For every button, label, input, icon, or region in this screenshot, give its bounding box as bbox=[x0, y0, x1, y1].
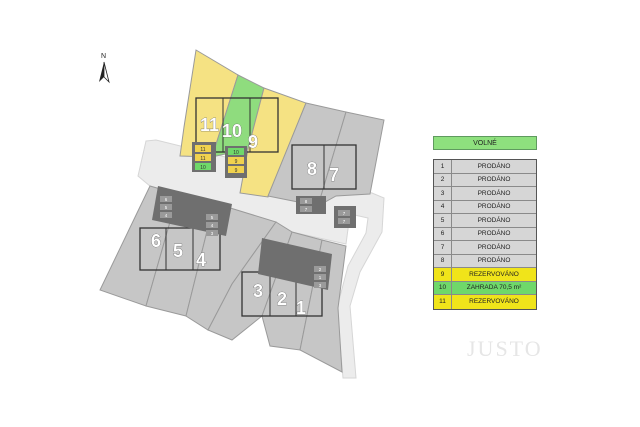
parking-tag: 9 bbox=[228, 166, 244, 174]
legend-row[interactable]: 3 PRODÁNO bbox=[434, 187, 536, 201]
parking-tag: 4 bbox=[206, 222, 218, 228]
parking-tag: 6 bbox=[160, 196, 172, 202]
legend-row-number: 3 bbox=[434, 187, 452, 200]
plot-1-area[interactable] bbox=[299, 239, 347, 373]
plot-9-area[interactable] bbox=[239, 87, 307, 198]
parking-tag: 2 bbox=[314, 266, 326, 272]
svg-text:3: 3 bbox=[319, 283, 322, 288]
svg-text:7: 7 bbox=[343, 211, 346, 216]
legend-row-number: 8 bbox=[434, 254, 452, 267]
legend-row[interactable]: 5 PRODÁNO bbox=[434, 214, 536, 228]
svg-text:2: 2 bbox=[319, 267, 322, 272]
legend-row[interactable]: 8 PRODÁNO bbox=[434, 254, 536, 268]
svg-text:11: 11 bbox=[200, 156, 205, 162]
svg-text:1: 1 bbox=[319, 275, 322, 280]
legend-row-status: PRODÁNO bbox=[477, 257, 511, 265]
legend-row-number: 2 bbox=[434, 173, 452, 186]
legend-row-number: 7 bbox=[434, 241, 452, 254]
parking-tag: 10 bbox=[195, 163, 211, 171]
legend-row-status: PRODÁNO bbox=[477, 176, 511, 184]
parking-tag: 1 bbox=[314, 274, 326, 280]
legend-row-number: 11 bbox=[434, 295, 452, 309]
legend-row[interactable]: 6 PRODÁNO bbox=[434, 227, 536, 241]
legend-row-number: 9 bbox=[434, 268, 452, 281]
legend-header: VOLNÉ bbox=[433, 136, 537, 150]
legend-row-number: 6 bbox=[434, 227, 452, 240]
legend-row[interactable]: 9 REZERVOVÁNO bbox=[434, 268, 536, 282]
parking-tag: 7 bbox=[338, 218, 350, 224]
parking-tag: 7 bbox=[338, 210, 350, 216]
legend-row-status: REZERVOVÁNO bbox=[469, 298, 519, 306]
legend-row[interactable]: 11 REZERVOVÁNO bbox=[434, 295, 536, 309]
legend-row-number: 1 bbox=[434, 160, 452, 173]
plot-1-label[interactable]: 1 bbox=[296, 298, 307, 319]
legend-row-status: ZAHRADA 70,5 m² bbox=[466, 284, 522, 292]
plot-3-label[interactable]: 3 bbox=[253, 281, 264, 302]
legend-row-number: 10 bbox=[434, 281, 452, 294]
building-west bbox=[139, 227, 221, 271]
svg-text:9: 9 bbox=[235, 168, 238, 174]
legend-row[interactable]: 4 PRODÁNO bbox=[434, 200, 536, 214]
legend-row[interactable]: 1 PRODÁNO bbox=[434, 160, 536, 174]
plot-10-label[interactable]: 10 bbox=[222, 121, 243, 142]
parking-tag: 3 bbox=[206, 230, 218, 236]
legend-row-status: PRODÁNO bbox=[477, 243, 511, 251]
plot-9-label[interactable]: 9 bbox=[248, 132, 259, 153]
legend-row-number: 5 bbox=[434, 214, 452, 227]
svg-text:11: 11 bbox=[200, 147, 205, 153]
legend-row[interactable]: 2 PRODÁNO bbox=[434, 173, 536, 187]
legend-row[interactable]: 7 PRODÁNO bbox=[434, 241, 536, 255]
parking-tag: 3 bbox=[314, 282, 326, 288]
svg-text:10: 10 bbox=[200, 165, 206, 171]
svg-text:3: 3 bbox=[211, 231, 214, 236]
svg-text:8: 8 bbox=[305, 199, 308, 204]
svg-text:5: 5 bbox=[165, 205, 168, 210]
legend-row-status: PRODÁNO bbox=[477, 189, 511, 197]
svg-text:7: 7 bbox=[343, 219, 346, 224]
svg-text:4: 4 bbox=[165, 213, 168, 218]
legend-row-status: PRODÁNO bbox=[477, 216, 511, 224]
plot-2-label[interactable]: 2 bbox=[277, 289, 288, 310]
parking-tag: 8 bbox=[300, 198, 312, 204]
parking-tag: 4 bbox=[160, 212, 172, 218]
plot-8-label[interactable]: 8 bbox=[307, 159, 318, 180]
svg-text:5: 5 bbox=[211, 215, 214, 220]
plot-11-label[interactable]: 11 bbox=[200, 115, 220, 136]
legend-row-status: PRODÁNO bbox=[477, 230, 511, 238]
legend-row-status: PRODÁNO bbox=[477, 203, 511, 211]
legend-row-number: 4 bbox=[434, 200, 452, 213]
north-arrow-icon: N bbox=[99, 53, 110, 84]
parking-tag: 11 bbox=[195, 154, 211, 162]
plot-group-east bbox=[267, 102, 385, 208]
plot-7-area[interactable] bbox=[317, 111, 385, 208]
parking-tag: 10 bbox=[228, 148, 244, 156]
legend-row[interactable]: 10 ZAHRADA 70,5 m² bbox=[434, 281, 536, 295]
parking-tag: 5 bbox=[206, 214, 218, 220]
parking-pad-south bbox=[258, 238, 332, 290]
north-label: N bbox=[101, 53, 106, 60]
legend-row-status: REZERVOVÁNO bbox=[469, 270, 519, 278]
plot-labels: 11 10 9 8 7 6 5 4 3 2 1 bbox=[151, 115, 340, 319]
parking-tags: 11 11 10 10 9 9 8 7 7 7 6 5 4 5 4 3 2 1 … bbox=[160, 145, 350, 288]
parking-pad-east-2 bbox=[334, 206, 356, 228]
plot-7-label[interactable]: 7 bbox=[329, 165, 340, 186]
parking-tag: 9 bbox=[228, 157, 244, 165]
parking-tag: 5 bbox=[160, 204, 172, 210]
watermark: JUSTO bbox=[467, 336, 543, 361]
plot-group-north bbox=[179, 49, 307, 198]
plot-5-label[interactable]: 5 bbox=[173, 241, 184, 262]
svg-text:4: 4 bbox=[211, 223, 214, 228]
parking-tag: 7 bbox=[300, 206, 312, 212]
plot-6-label[interactable]: 6 bbox=[151, 231, 162, 252]
svg-text:6: 6 bbox=[165, 197, 168, 202]
parking-tag: 11 bbox=[195, 145, 211, 153]
svg-text:10: 10 bbox=[233, 150, 239, 156]
svg-text:9: 9 bbox=[235, 159, 238, 165]
svg-text:7: 7 bbox=[305, 207, 308, 212]
legend-row-status: PRODÁNO bbox=[477, 162, 511, 170]
plot-4-label[interactable]: 4 bbox=[196, 250, 207, 271]
